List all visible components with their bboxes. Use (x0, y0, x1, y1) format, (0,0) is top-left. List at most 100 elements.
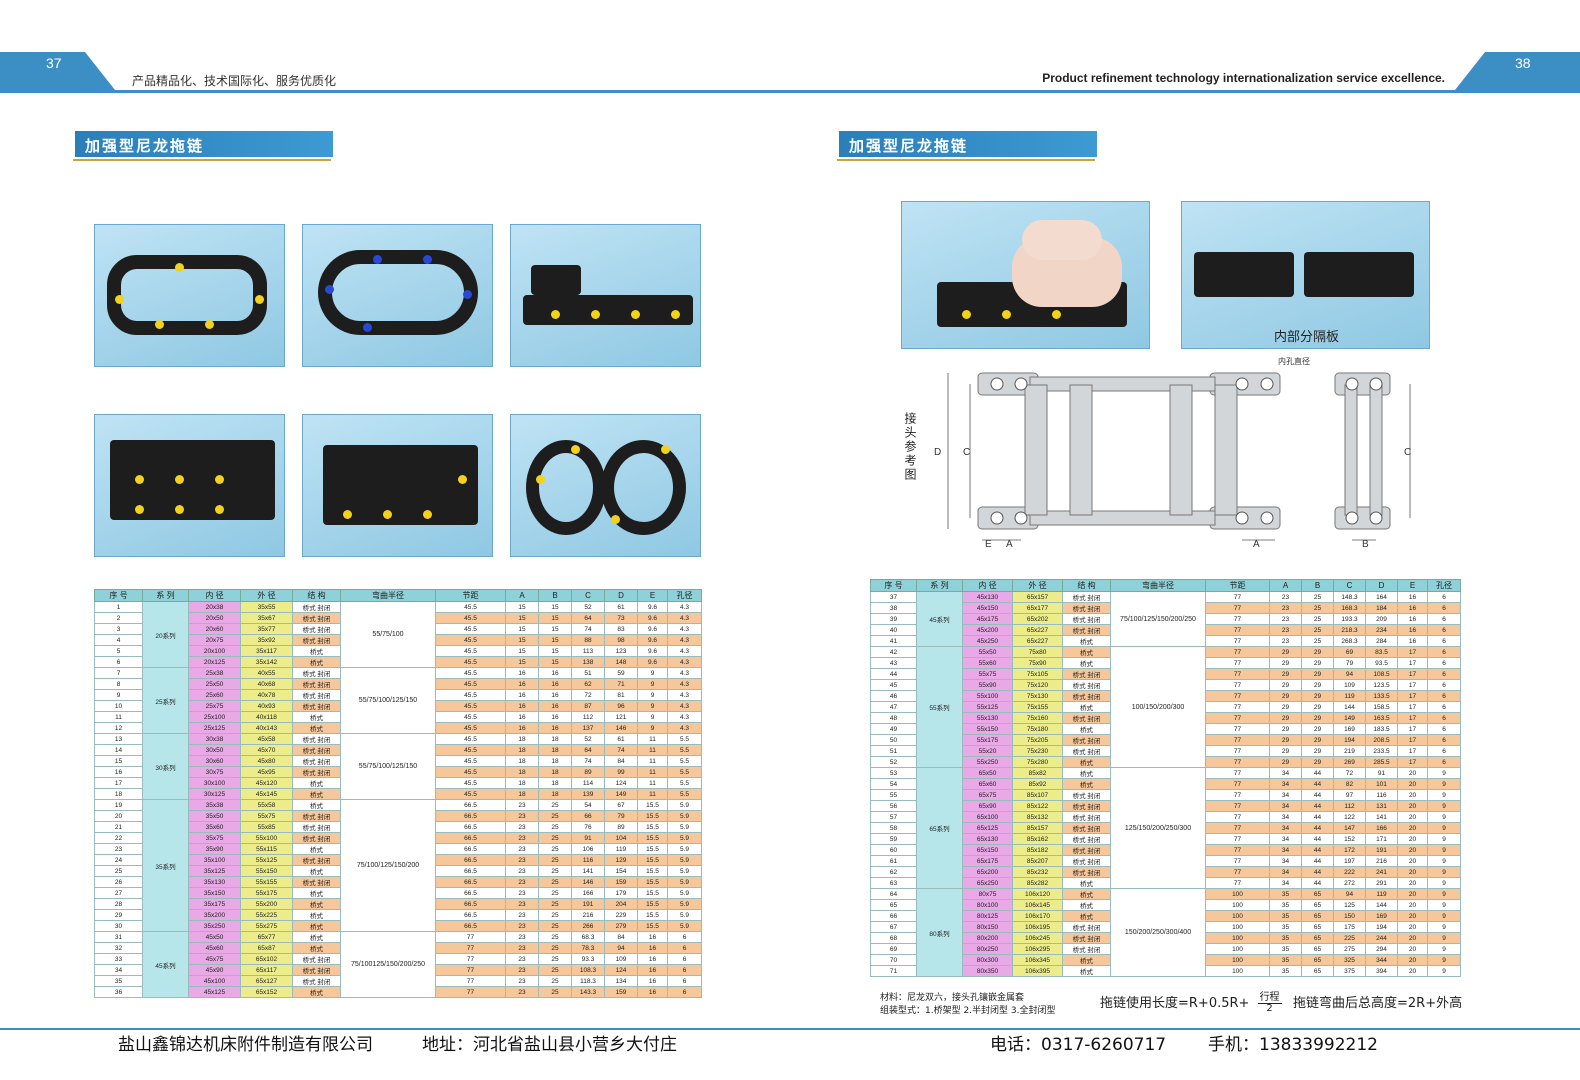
cell-structure: 桥式 封闭 (292, 678, 341, 690)
cell-value: 5.9 (667, 854, 702, 866)
cell-index: 66 (870, 910, 917, 922)
cell-value: 6 (1427, 657, 1461, 669)
cell-value: 6 (667, 942, 702, 954)
cell-inner-size: 20x38 (188, 601, 241, 613)
cell-value: 266 (571, 920, 605, 932)
cell-value: 29 (1301, 679, 1334, 691)
cell-value: 109 (604, 953, 638, 965)
cell-inner-size: 30x75 (188, 766, 241, 778)
cell-structure: 桥式 (1062, 635, 1111, 647)
cell-value: 18 (538, 733, 572, 745)
cell-value: 16 (505, 667, 539, 679)
column-header: 系 列 (142, 589, 189, 602)
column-header: 外 径 (240, 589, 293, 602)
cell-index: 1 (94, 601, 143, 613)
cell-value: 29 (1269, 646, 1302, 658)
cell-value: 72 (1333, 767, 1366, 779)
column-header: B (538, 589, 572, 602)
cell-structure: 桥式 封闭 (1062, 943, 1111, 955)
cell-value: 166 (571, 887, 605, 899)
cell-value: 83 (604, 623, 638, 635)
cell-outer-size: 75x130 (1012, 690, 1063, 702)
cell-value: 20 (1397, 910, 1428, 922)
cell-value: 16 (637, 964, 668, 976)
cell-value: 93.5 (1365, 657, 1398, 669)
cell-outer-size: 85x232 (1012, 866, 1063, 878)
product-photo-5 (302, 414, 493, 557)
cell-inner-size: 35x250 (188, 920, 241, 932)
column-header: B (1301, 579, 1334, 592)
cell-index: 23 (94, 843, 143, 855)
cell-structure: 桥式 (292, 777, 341, 789)
cell-value: 20 (1397, 899, 1428, 911)
cell-value: 45.5 (435, 755, 506, 767)
cell-inner-size: 55x75 (962, 668, 1013, 680)
cell-value: 171 (1365, 833, 1398, 845)
cell-value: 23 (505, 942, 539, 954)
cell-value: 29 (1301, 734, 1334, 746)
cell-bend-radius: 55/75/100/125/150 (340, 667, 436, 734)
cell-outer-size: 45x80 (240, 755, 293, 767)
cell-index: 25 (94, 865, 143, 877)
cell-value: 9 (1427, 855, 1461, 867)
product-photo-6 (510, 414, 701, 557)
cell-value: 129 (604, 854, 638, 866)
cell-value: 76 (571, 821, 605, 833)
cell-value: 23 (505, 909, 539, 921)
cell-value: 241 (1365, 866, 1398, 878)
cell-value: 233.5 (1365, 745, 1398, 757)
cell-inner-size: 35x50 (188, 810, 241, 822)
column-header: 系 列 (916, 579, 963, 592)
cell-inner-size: 80x250 (962, 943, 1013, 955)
formula-length: 拖链使用长度=R+0.5R+ 行程 2 (1100, 992, 1282, 1014)
cell-structure: 桥式 封闭 (292, 733, 341, 745)
cell-index: 58 (870, 822, 917, 834)
cell-index: 39 (870, 613, 917, 625)
cell-value: 375 (1333, 965, 1366, 977)
cell-outer-size: 45x145 (240, 788, 293, 800)
cell-index: 70 (870, 954, 917, 966)
cell-index: 18 (94, 788, 143, 800)
cell-value: 45.5 (435, 744, 506, 756)
cell-value: 34 (1269, 833, 1302, 845)
cell-value: 229 (604, 909, 638, 921)
cell-value: 146 (571, 876, 605, 888)
cell-value: 23 (505, 920, 539, 932)
cell-value: 17 (1397, 734, 1428, 746)
cell-value: 91 (1365, 767, 1398, 779)
cell-value: 5.5 (667, 733, 702, 745)
cell-value: 6 (1427, 745, 1461, 757)
cell-value: 4.3 (667, 623, 702, 635)
cell-value: 100 (1205, 943, 1270, 955)
cell-index: 21 (94, 821, 143, 833)
footer-phone: 电话：0317-6260717 (990, 1035, 1167, 1055)
cell-value: 100 (1205, 965, 1270, 977)
cell-index: 64 (870, 888, 917, 900)
cell-bend-radius: 150/200/250/300/400 (1110, 888, 1206, 977)
cell-value: 9 (1427, 789, 1461, 801)
cell-value: 65 (1301, 899, 1334, 911)
column-header: C (1333, 579, 1366, 592)
cell-index: 13 (94, 733, 143, 745)
cell-value: 66.5 (435, 843, 506, 855)
product-photo-1 (94, 224, 285, 367)
cell-structure: 桥式 封闭 (1062, 921, 1111, 933)
cell-value: 9 (1427, 866, 1461, 878)
cell-value: 172 (1333, 844, 1366, 856)
cell-value: 65 (1301, 943, 1334, 955)
cell-inner-size: 55x250 (962, 756, 1013, 768)
cell-inner-size: 35x38 (188, 799, 241, 811)
cell-value: 35 (1269, 910, 1302, 922)
cell-index: 49 (870, 723, 917, 735)
cell-value: 59 (604, 667, 638, 679)
cell-structure: 桥式 (292, 843, 341, 855)
formula-frac-top: 行程 (1257, 992, 1282, 1004)
cell-value: 4.3 (667, 678, 702, 690)
cell-value: 100 (1205, 954, 1270, 966)
cell-inner-size: 25x60 (188, 689, 241, 701)
cell-structure: 桥式 (1062, 767, 1111, 779)
